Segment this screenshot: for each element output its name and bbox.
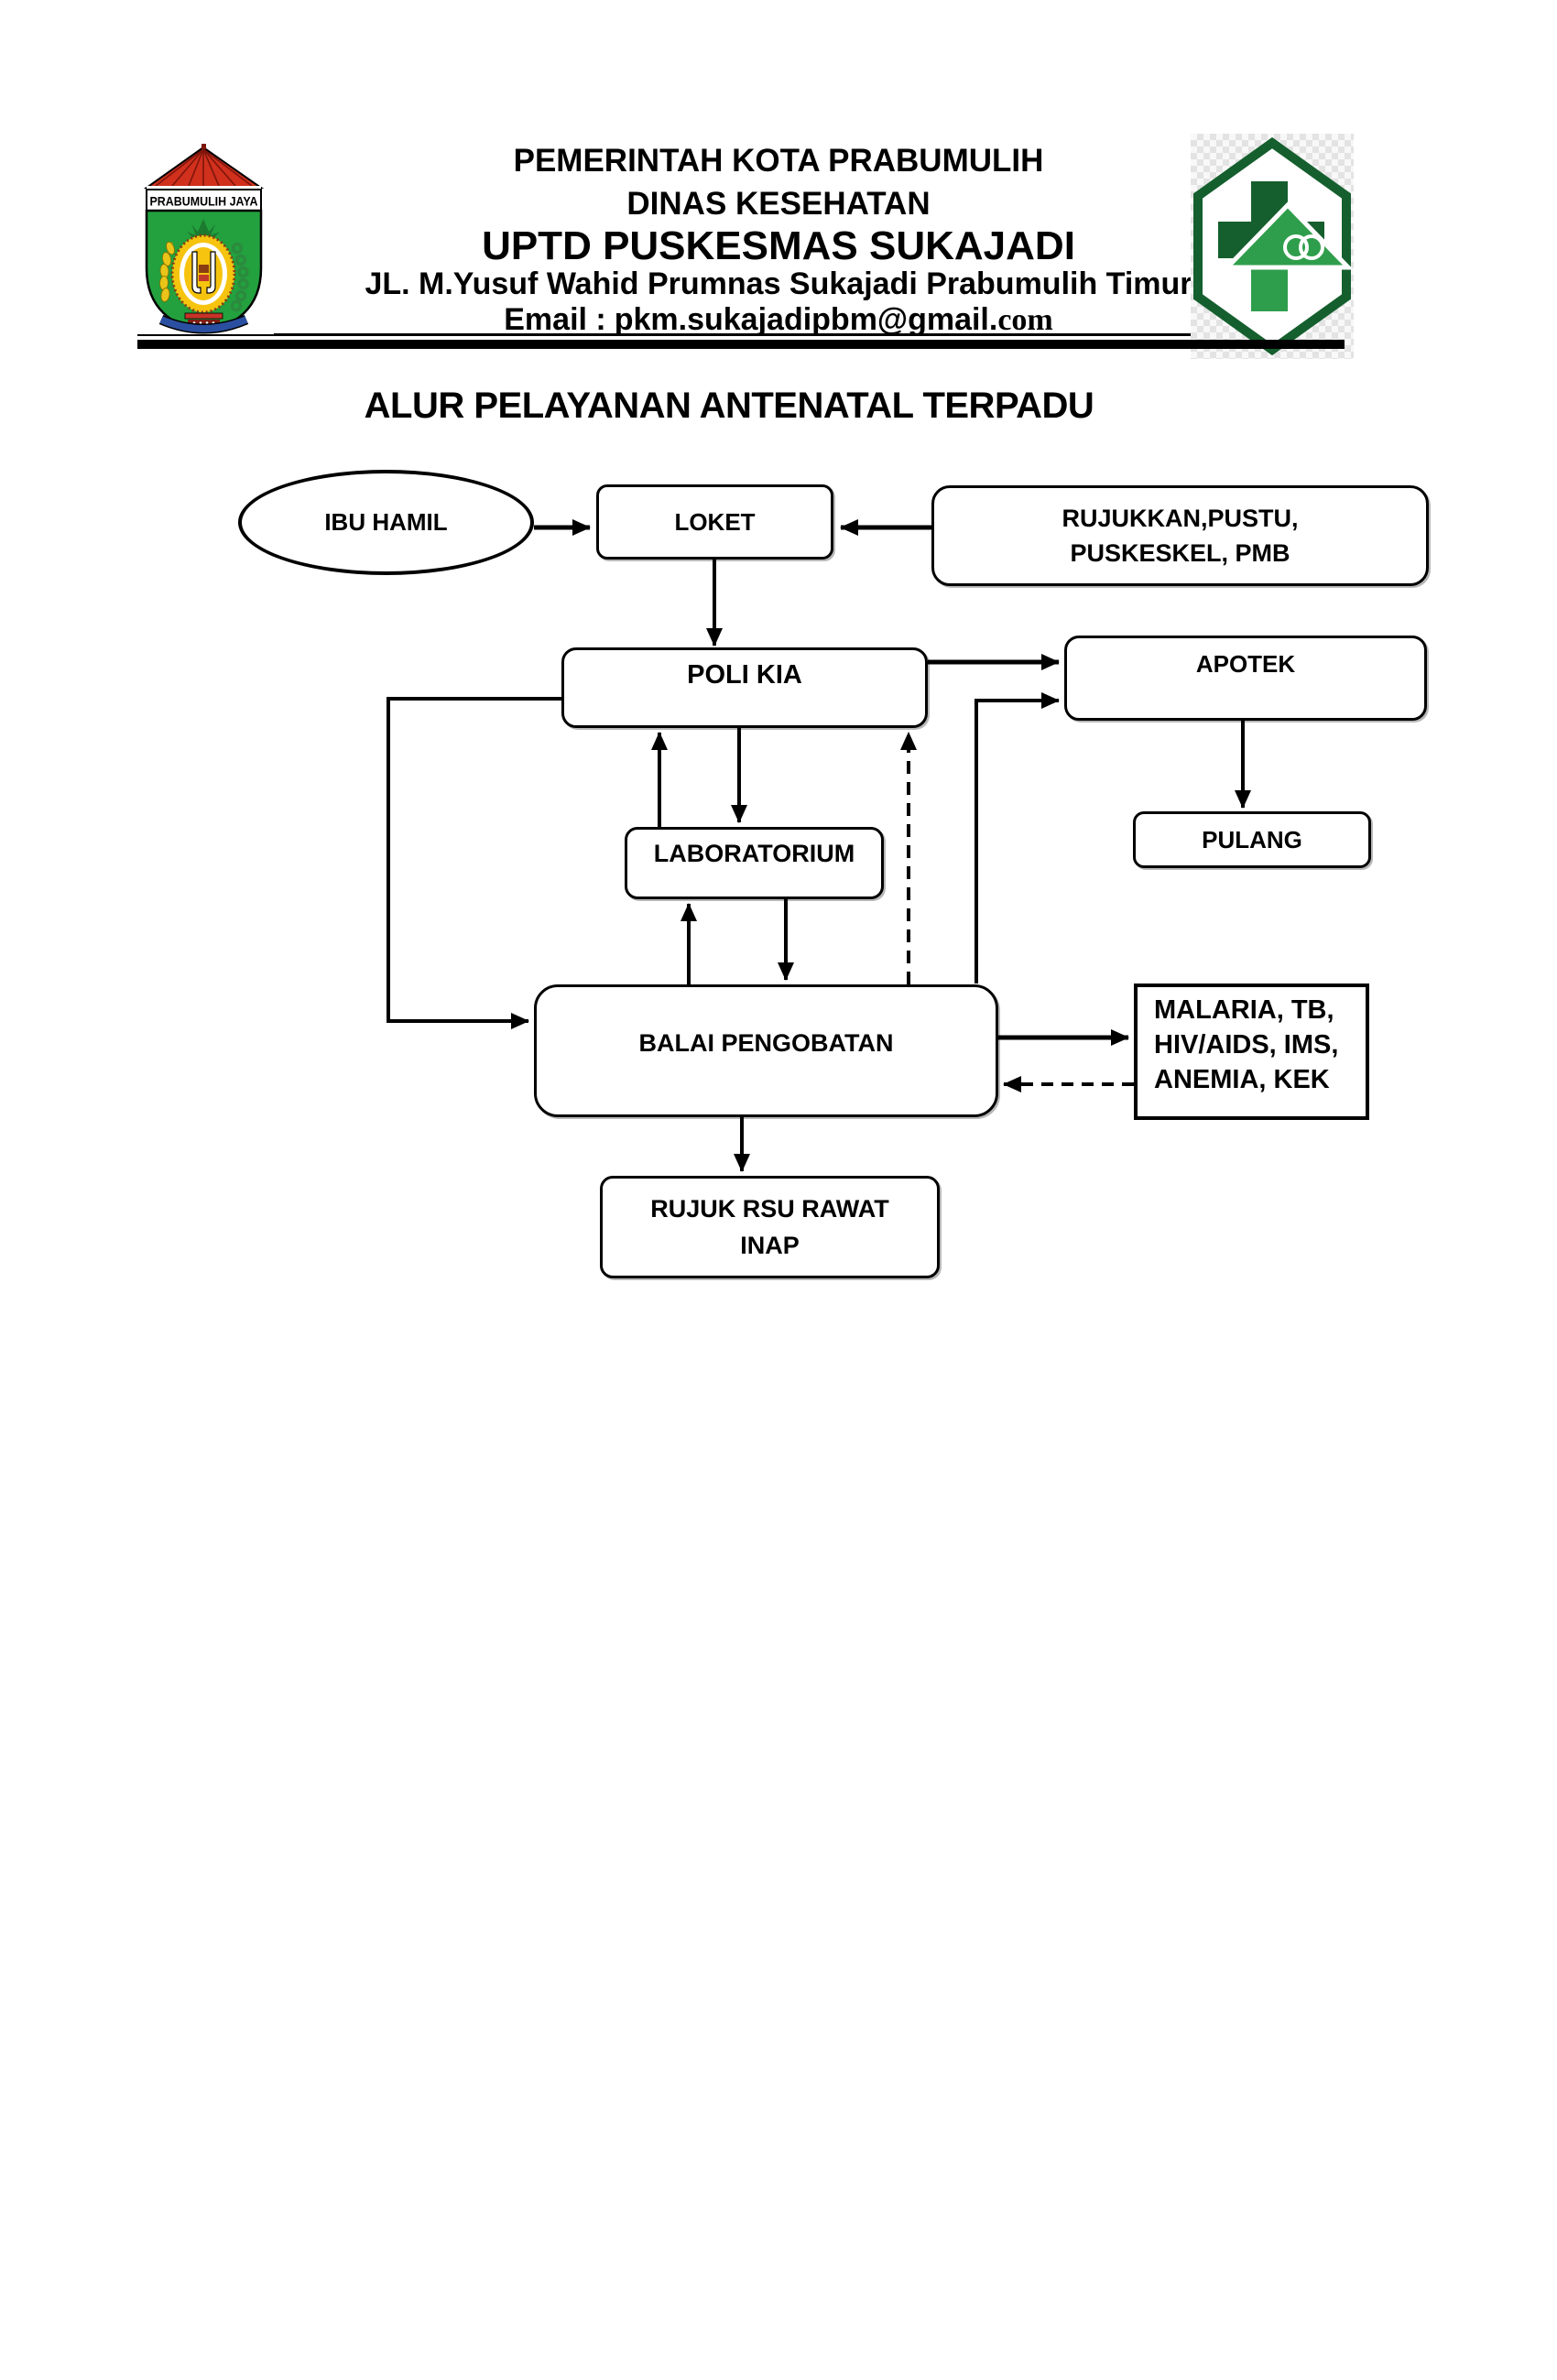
prabumulih-city-emblem-logo: PRABUMULIH JAYA — [134, 140, 274, 334]
emblem-derrick — [191, 251, 216, 294]
node-rujukan-line1: RUJUKKAN,PUSTU, — [1062, 505, 1299, 532]
email-label: Email : — [504, 302, 606, 337]
node-malaria-tb: MALARIA, TB, HIV/AIDS, IMS, ANEMIA, KEK — [1134, 984, 1369, 1120]
node-ibu-hamil: IBU HAMIL — [238, 470, 534, 575]
emblem-tent-knob — [201, 144, 206, 149]
emblem-tent-trim — [147, 186, 261, 190]
node-laboratorium: LABORATORIUM — [625, 827, 884, 899]
node-rujuk-line1: RUJUK RSU RAWAT — [650, 1195, 889, 1223]
node-malaria-line3: ANEMIA, KEK — [1154, 1065, 1330, 1094]
puskesmas-family-circles-icon — [1283, 234, 1324, 260]
node-apotek-label: APOTEK — [1195, 650, 1296, 678]
left-logo-banner-text: PRABUMULIH JAYA — [150, 194, 258, 209]
header-thick-bar — [137, 340, 1345, 349]
node-rujuk-line2: INAP — [740, 1232, 800, 1259]
node-apotek: APOTEK — [1064, 636, 1427, 721]
header-address-line: JL. M.Yusuf Wahid Prumnas Sukajadi Prabu… — [365, 266, 1192, 301]
node-balai-pengobatan-label: BALAI PENGOBATAN — [638, 1029, 894, 1057]
email-address: pkm.sukajadipbm@gmail. — [614, 302, 998, 337]
node-malaria-line1: MALARIA, TB, — [1154, 995, 1334, 1025]
email-tld: com — [997, 303, 1053, 337]
header-agency-line: DINAS KESEHATAN — [626, 186, 931, 222]
node-pulang-label: PULANG — [1202, 825, 1302, 853]
emblem-crown — [187, 219, 220, 239]
emblem-wheat-left — [159, 241, 175, 302]
node-rujukan-line2: PUSKESKEL, PMB — [1070, 539, 1290, 567]
node-rujuk-rsu-rawat-inap: RUJUK RSU RAWAT INAP — [600, 1176, 940, 1278]
node-poli-kia-label: POLI KIA — [687, 660, 802, 690]
node-balai-pengobatan: BALAI PENGOBATAN — [534, 984, 998, 1117]
header-unit-line: UPTD PUSKESMAS SUKAJADI — [482, 223, 1075, 268]
node-pulang: PULANG — [1133, 811, 1371, 868]
node-poli-kia: POLI KIA — [561, 647, 928, 728]
emblem-ribbon — [159, 316, 248, 332]
header-email-line: Email :pkm.sukajadipbm@gmail.com — [0, 303, 1557, 338]
header-government-line: PEMERINTAH KOTA PRABUMULIH — [513, 143, 1044, 179]
puskesmas-green-cross-icon — [1193, 136, 1354, 356]
emblem-oval-inner — [184, 247, 223, 300]
city-emblem-icon: PRABUMULIH JAYA — [143, 144, 265, 334]
node-rujukan-pustu: RUJUKKAN,PUSTU, PUSKESKEL, PMB — [931, 485, 1429, 586]
node-loket-label: LOKET — [674, 507, 756, 536]
node-malaria-line2: HIV/AIDS, IMS, — [1154, 1030, 1339, 1060]
node-laboratorium-label: LABORATORIUM — [653, 840, 855, 867]
emblem-tent-ribs — [155, 148, 253, 187]
page-title: ALUR PELAYANAN ANTENATAL TERPADU — [364, 386, 1094, 426]
node-loket: LOKET — [596, 484, 833, 560]
header-thin-rule — [137, 333, 1345, 336]
puskesmas-logo — [1191, 134, 1354, 359]
node-ibu-hamil-label: IBU HAMIL — [324, 508, 448, 536]
emblem-chain-right — [230, 242, 249, 312]
edge-poli-kia-to-balai — [387, 697, 561, 1029]
edge-balai-to-apotek — [974, 692, 1060, 984]
